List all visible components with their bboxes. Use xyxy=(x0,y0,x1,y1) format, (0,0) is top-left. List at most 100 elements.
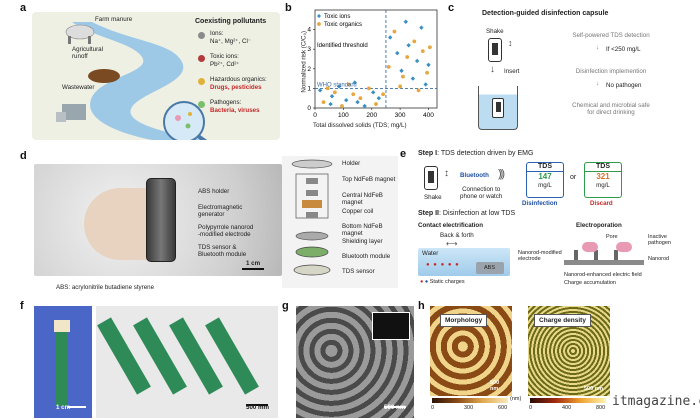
panel-g: g 500 nm xyxy=(282,300,416,420)
tds-display-good: TDS 147 mg/L xyxy=(526,162,564,198)
charge-dots: ● ● ● ● ● xyxy=(426,262,460,268)
no-pathogen-label: No pathogen xyxy=(606,82,642,89)
inactive-pathogen-label: Inactive pathogen xyxy=(648,234,671,247)
sem-scale-label: 500 nm xyxy=(384,404,406,411)
charge-accumulation-label: Charge accumulation xyxy=(564,280,616,286)
contact-diagram: ● ● ● ● ● xyxy=(418,248,510,276)
hazardous-organics-title: Hazardous organics: xyxy=(210,76,267,83)
panel-label-b: b xyxy=(285,2,292,14)
panel-d: d ABS holder Electromagnetic generator P… xyxy=(20,148,398,296)
sem-scale-bar xyxy=(384,406,406,408)
back-forth-arrow-icon: ⟷ xyxy=(446,239,458,248)
coexisting-pollutants-title: Coexisting pollutants xyxy=(195,18,267,25)
abs-caption: ABS: acrylonitrile butadiene styrene xyxy=(56,284,155,291)
hazardous-organics-icon xyxy=(198,78,205,85)
step2-heading: Step II: Disinfection at low TDS xyxy=(418,210,516,217)
point-toxic-organics-11 xyxy=(405,55,410,59)
down-arrow-icon: ↓ xyxy=(490,64,495,75)
panel-label-a: a xyxy=(20,2,27,14)
panel-label-d: d xyxy=(20,150,27,162)
discard-label: Discard xyxy=(590,200,613,207)
point-toxic-organics-13 xyxy=(416,88,421,93)
electroporation-diagram xyxy=(564,242,644,266)
point-toxic-organics-19 xyxy=(398,84,403,89)
tds-good-value: 147 xyxy=(538,172,552,182)
point-toxic-ions-12 xyxy=(410,76,416,81)
point-toxic-organics-2 xyxy=(340,104,344,108)
disinfection-label: Disinfection xyxy=(522,200,558,207)
shake-arrow-icon: ↕ xyxy=(444,168,449,179)
shake-capsule-icon xyxy=(424,166,438,190)
contact-electrification-title: Contact electrification xyxy=(418,222,483,229)
threshold-annotation: Identified threshold xyxy=(317,43,368,49)
capsule-title: Detection-guided disinfection capsule xyxy=(482,10,609,17)
y-tick-label-1: 1 xyxy=(307,85,311,92)
panel-label-g: g xyxy=(282,300,289,312)
cb1-unit: (nm) xyxy=(510,396,522,402)
capsule-icon xyxy=(488,38,502,62)
photo-scale-bar xyxy=(242,268,264,270)
toxic-ions-title: Toxic ions: xyxy=(210,53,239,60)
point-toxic-ions-4 xyxy=(352,80,357,85)
panel-label-h: h xyxy=(418,300,425,312)
point-toxic-ions-11 xyxy=(406,43,411,48)
x-tick-label-4: 400 xyxy=(423,112,434,119)
point-toxic-organics-17 xyxy=(325,86,330,91)
electrode-array-photo xyxy=(96,306,278,418)
ions-title: Ions: xyxy=(210,30,224,37)
point-toxic-organics-12 xyxy=(412,39,417,44)
step-safe-drinking: Chemical and microbial safe for direct d… xyxy=(572,102,650,117)
cb1-tick-2: 600 xyxy=(498,405,508,411)
connection-label: Connection to phone or watch xyxy=(460,186,503,201)
ppy-electrode-label: Polypyrrole nanorod -modified electrode xyxy=(198,224,254,239)
point-toxic-organics-1 xyxy=(332,90,337,95)
wastewater-label: Wastewater xyxy=(62,84,95,91)
point-toxic-ions-10 xyxy=(399,68,404,73)
point-toxic-organics-0 xyxy=(321,100,326,105)
ions-list: Na⁺, Mg²⁺, Cl⁻ xyxy=(210,38,252,45)
plot-frame xyxy=(314,9,438,109)
insert-label: Insert xyxy=(504,68,520,75)
shake-arrow-icon: ↕ xyxy=(508,38,513,48)
point-toxic-ions-6 xyxy=(370,90,376,95)
pore-label: Pore xyxy=(606,234,618,240)
condition-label: If <250 mg/L xyxy=(606,46,641,53)
watermark: itmagazine.cc xyxy=(612,394,700,409)
toxic-ions-list: Pb²⁺, Cd²⁺ xyxy=(210,61,240,68)
point-toxic-ions-7 xyxy=(376,96,382,101)
pathogens-title: Pathogens: xyxy=(210,99,242,106)
arrow-1-icon: ↓ xyxy=(596,44,600,51)
glove-scale-label: 1 cm xyxy=(56,404,71,411)
charge-scale-label: 500 nm xyxy=(584,386,603,392)
point-toxic-organics-3 xyxy=(347,82,351,87)
point-toxic-ions-15 xyxy=(423,82,428,87)
device-photo xyxy=(34,164,282,276)
y-tick-label-3: 3 xyxy=(307,46,311,53)
panel-e: e Step I: TDS detection driven by EMG ↕ … xyxy=(400,148,696,296)
tds-display-bad: TDS 321 mg/L xyxy=(584,162,622,198)
electroporation-title: Electroporation xyxy=(576,222,622,229)
point-toxic-ions-18 xyxy=(355,99,360,105)
point-toxic-organics-7 xyxy=(381,92,385,97)
agricultural-runoff-label: Agricultural runoff xyxy=(72,46,103,61)
panel-c: c Detection-guided disinfection capsule … xyxy=(448,0,680,148)
pathogens-list: Bacteria, viruses xyxy=(210,107,260,114)
x-axis-label: Total dissolved solids (TDS; mg/L) xyxy=(313,122,407,129)
abs-holder-label: ABS holder xyxy=(198,188,230,195)
point-toxic-ions-17 xyxy=(329,94,335,99)
part-copper-coil: Copper coil xyxy=(342,208,374,215)
em-generator-label: Electromagnetic generator xyxy=(198,204,243,219)
point-toxic-organics-14 xyxy=(420,49,425,54)
charge-colorbar xyxy=(530,398,606,403)
farm-manure-label: Farm manure xyxy=(95,16,133,23)
part-central-magnet: Central NdFeB magnet xyxy=(342,192,383,207)
tds-good-unit: mg/L xyxy=(538,181,552,189)
array-scale-label: 500 mm xyxy=(246,404,270,411)
point-toxic-ions-16 xyxy=(426,62,431,68)
nanorod-electrode-label: Nanorod-modified electrode xyxy=(518,250,562,263)
point-toxic-organics-9 xyxy=(392,29,397,34)
signal-waves-icon: ))) xyxy=(498,168,505,180)
tds-good-label: TDS xyxy=(527,163,563,173)
sem-image xyxy=(296,306,414,418)
